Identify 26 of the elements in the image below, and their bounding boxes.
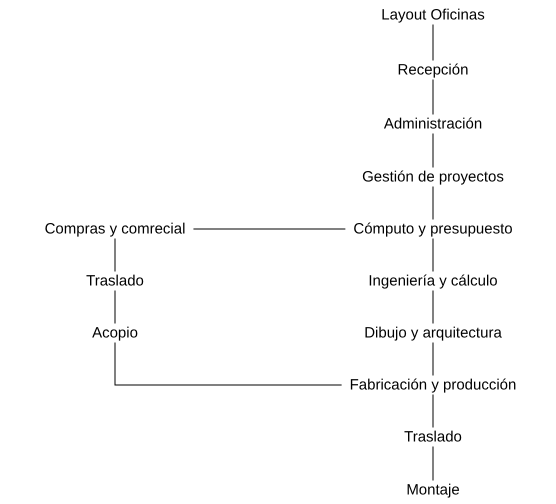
connector-line xyxy=(114,290,116,324)
connector-line xyxy=(432,446,434,481)
node-label: Dibujo y arquitectura xyxy=(362,324,504,342)
node-label: Traslado xyxy=(84,272,146,290)
node-label: Ingeniería y cálculo xyxy=(366,272,500,290)
connector-line xyxy=(114,238,116,272)
node-label: Compras y comrecial xyxy=(42,220,188,238)
connector-line xyxy=(432,238,434,272)
node-label: Acopio xyxy=(90,324,140,342)
connector-line xyxy=(432,24,434,61)
connector-line xyxy=(432,290,434,324)
node-label: Recepción xyxy=(396,60,470,80)
node-label: Fabricación y producción xyxy=(348,376,518,394)
connector-line xyxy=(432,133,434,168)
node-label: Montaje xyxy=(404,480,462,500)
node-label: Administración xyxy=(382,114,484,134)
node-label: Gestión de proyectos xyxy=(360,168,506,186)
connector-line xyxy=(432,186,434,220)
connector-line xyxy=(432,342,434,376)
connector-line xyxy=(192,228,346,230)
connector-line xyxy=(114,342,342,386)
node-label: Cómputo y presupuesto xyxy=(351,220,515,238)
connector-line xyxy=(432,79,434,115)
connector-line xyxy=(432,394,434,428)
node-label: Layout Oficinas xyxy=(379,6,487,24)
node-label: Traslado xyxy=(402,428,464,446)
